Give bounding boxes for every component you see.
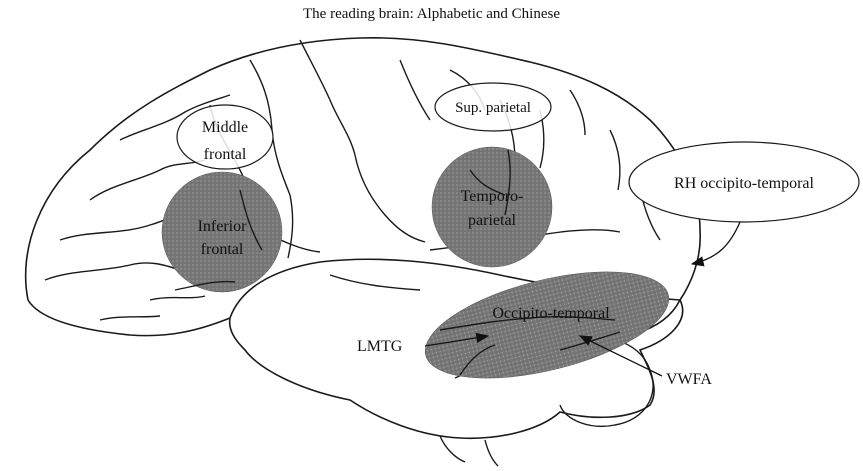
temporo-parietal-region xyxy=(432,147,552,267)
label-sup-parietal: Sup. parietal xyxy=(455,100,531,116)
brainstem-outline xyxy=(440,436,498,466)
label-middle-frontal-line2: frontal xyxy=(204,146,247,163)
label-temporo-parietal-line2: parietal xyxy=(468,212,517,229)
label-middle-frontal-line1: Middle xyxy=(202,119,248,136)
occipito-temporal-region xyxy=(415,251,679,399)
label-occipito-temporal: Occipito-temporal xyxy=(492,305,610,322)
frontal-base-outline xyxy=(28,300,230,336)
label-lmtg: LMTG xyxy=(357,338,403,355)
label-inferior-frontal-line2: frontal xyxy=(201,241,244,258)
label-rh-occipito-temporal: RH occipito-temporal xyxy=(674,175,815,192)
label-inferior-frontal-line1: Inferior xyxy=(198,218,248,235)
label-temporo-parietal-line1: Temporo- xyxy=(461,188,524,205)
label-vwfa: VWFA xyxy=(666,371,712,388)
